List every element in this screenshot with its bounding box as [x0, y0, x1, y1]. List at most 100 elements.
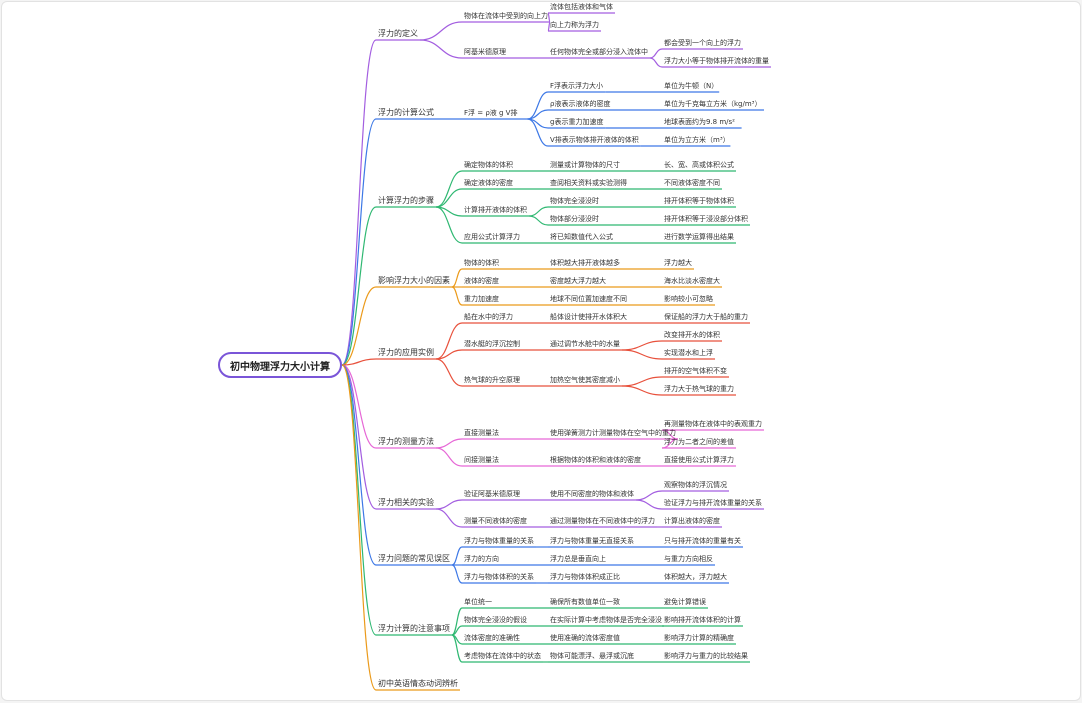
connector-line	[341, 118, 377, 366]
branch-topic[interactable]: 浮力的计算公式	[378, 108, 434, 117]
subtopic-node[interactable]: 流体密度的准确性	[464, 634, 520, 642]
subtopic-node[interactable]: 使用不同密度的物体和液体	[550, 490, 634, 498]
branch-topic[interactable]: 浮力相关的实验	[378, 498, 434, 507]
subtopic-node[interactable]: 物体在流体中受到的向上力	[464, 12, 548, 20]
subtopic-node[interactable]: 浮力与物体体积成正比	[550, 573, 620, 581]
subtopic-node[interactable]: 验证浮力与排开流体重量的关系	[664, 499, 762, 507]
subtopic-node[interactable]: 排开体积等于浸没部分体积	[664, 215, 748, 223]
subtopic-node[interactable]: 影响浮力计算的精确度	[664, 634, 734, 642]
subtopic-node[interactable]: 应用公式计算浮力	[464, 233, 520, 241]
subtopic-node[interactable]: 加热空气使其密度减小	[550, 376, 620, 384]
subtopic-node[interactable]: 任何物体完全或部分浸入流体中	[550, 48, 648, 56]
subtopic-node[interactable]: 单位统一	[464, 598, 492, 606]
root-node[interactable]: 初中物理浮力大小计算	[218, 352, 342, 378]
subtopic-node[interactable]: 实现潜水和上浮	[664, 349, 713, 357]
subtopic-node[interactable]: 将已知数值代入公式	[550, 233, 613, 241]
subtopic-node[interactable]: 浮力总是垂直向上	[550, 555, 606, 563]
subtopic-node[interactable]: 影响浮力与重力的比较结果	[664, 652, 748, 660]
subtopic-node[interactable]: 单位为牛顿（N）	[664, 82, 719, 90]
subtopic-node[interactable]: ρ液表示液体的密度	[550, 100, 611, 108]
connector-line	[621, 385, 663, 396]
subtopic-node[interactable]: 浮力为二者之间的差值	[664, 438, 734, 446]
subtopic-node[interactable]: 浮力大小等于物体排开流体的重量	[664, 57, 769, 65]
subtopic-node[interactable]: 间接测量法	[464, 456, 499, 464]
subtopic-node[interactable]: 船在水中的浮力	[464, 313, 513, 321]
subtopic-node[interactable]: F浮表示浮力大小	[550, 82, 604, 90]
subtopic-node[interactable]: 浮力大于热气球的重力	[664, 385, 734, 393]
subtopic-node[interactable]: 单位为千克每立方米（kg/m³）	[664, 100, 762, 108]
subtopic-node[interactable]: 进行数学运算得出结果	[664, 233, 734, 241]
subtopic-node[interactable]: 都会受到一个向上的浮力	[664, 39, 741, 47]
subtopic-node[interactable]: 确定液体的密度	[464, 179, 513, 187]
subtopic-node[interactable]: 影响较小可忽略	[664, 295, 713, 303]
branch-topic[interactable]: 浮力的定义	[378, 29, 418, 38]
subtopic-node[interactable]: 单位为立方米（m³）	[664, 136, 730, 144]
subtopic-node[interactable]: 阿基米德原理	[464, 48, 506, 56]
subtopic-node[interactable]: 在实际计算中考虑物体是否完全浸没	[550, 616, 662, 624]
subtopic-node[interactable]: 物体完全浸没时	[550, 197, 599, 205]
subtopic-node[interactable]: 液体的密度	[464, 277, 499, 285]
branch-topic[interactable]: 浮力的应用实例	[378, 348, 434, 357]
subtopic-node[interactable]: 使用弹簧测力计测量物体在空气中的重力	[550, 429, 676, 437]
subtopic-node[interactable]: 物体的体积	[464, 259, 499, 267]
subtopic-node[interactable]: 物体完全浸没的假设	[464, 616, 527, 624]
subtopic-node[interactable]: 改变排开水的体积	[664, 331, 720, 339]
subtopic-node[interactable]: g表示重力加速度	[550, 118, 604, 126]
subtopic-node[interactable]: 使用准确的流体密度值	[550, 634, 620, 642]
subtopic-node[interactable]: 验证阿基米德原理	[464, 490, 520, 498]
subtopic-node[interactable]: 计算排开液体的体积	[464, 206, 527, 214]
subtopic-node[interactable]: 排开的空气体积不变	[664, 367, 727, 375]
subtopic-node[interactable]: 浮力越大	[664, 259, 692, 267]
subtopic-node[interactable]: 流体包括液体和气体	[550, 3, 613, 11]
subtopic-node[interactable]: F浮 = ρ液 g V排	[464, 109, 518, 117]
subtopic-node[interactable]: 只与排开流体的重量有关	[664, 537, 741, 545]
subtopic-node[interactable]: 密度越大浮力越大	[550, 277, 606, 285]
subtopic-node[interactable]: 重力加速度	[464, 295, 499, 303]
branch-topic[interactable]: 初中英语情态动词辨析	[378, 679, 458, 688]
subtopic-node[interactable]: 浮力与物体体积的关系	[464, 573, 534, 581]
subtopic-node[interactable]: 长、宽、高或体积公式	[664, 161, 734, 169]
connector-line	[419, 21, 463, 41]
subtopic-node[interactable]: 测量或计算物体的尺寸	[550, 161, 620, 169]
subtopic-node[interactable]: 浮力的方向	[464, 555, 499, 563]
branch-topic[interactable]: 计算浮力的步骤	[378, 196, 434, 205]
subtopic-node[interactable]: 根据物体的体积和液体的密度	[550, 456, 641, 464]
subtopic-node[interactable]: 浮力与物体重量无直接关系	[550, 537, 634, 545]
subtopic-node[interactable]: 排开体积等于物体体积	[664, 197, 734, 205]
branch-topic[interactable]: 浮力问题的常见误区	[378, 554, 450, 563]
subtopic-node[interactable]: 确定物体的体积	[464, 161, 513, 169]
subtopic-node[interactable]: 地球不同位置加速度不同	[550, 295, 627, 303]
subtopic-node[interactable]: 保证船的浮力大于船的重力	[664, 313, 748, 321]
branch-topic[interactable]: 浮力的测量方法	[378, 437, 434, 446]
subtopic-node[interactable]: 不同液体密度不同	[664, 179, 720, 187]
subtopic-node[interactable]: 地球表面约为9.8 m/s²	[664, 118, 735, 126]
subtopic-node[interactable]: 船体设计使排开水体积大	[550, 313, 627, 321]
subtopic-node[interactable]: 计算出液体的密度	[664, 517, 720, 525]
subtopic-node[interactable]: 避免计算错误	[664, 598, 706, 606]
branch-topic[interactable]: 浮力计算的注意事项	[378, 624, 450, 633]
branch-topic[interactable]: 影响浮力大小的因素	[378, 276, 450, 285]
subtopic-node[interactable]: 通过调节水舱中的水量	[550, 340, 620, 348]
subtopic-node[interactable]: 影响排开流体体积的计算	[664, 616, 741, 624]
subtopic-node[interactable]: 通过测量物体在不同液体中的浮力	[550, 517, 655, 525]
subtopic-node[interactable]: 物体可能漂浮、悬浮或沉底	[550, 652, 634, 660]
subtopic-node[interactable]: 考虑物体在流体中的状态	[464, 652, 541, 660]
subtopic-node[interactable]: 直接使用公式计算浮力	[664, 456, 734, 464]
subtopic-node[interactable]: 确保所有数值单位一致	[550, 598, 620, 606]
connector-line	[451, 634, 463, 663]
subtopic-node[interactable]: 直接测量法	[464, 429, 499, 437]
subtopic-node[interactable]: 潜水艇的浮沉控制	[464, 340, 520, 348]
subtopic-node[interactable]: 再测量物体在液体中的表观重力	[664, 420, 762, 428]
subtopic-node[interactable]: 热气球的升空原理	[464, 376, 520, 384]
subtopic-node[interactable]: 浮力与物体重量的关系	[464, 537, 534, 545]
subtopic-node[interactable]: 向上力称为浮力	[550, 21, 599, 29]
subtopic-node[interactable]: V排表示物体排开液体的体积	[550, 136, 639, 144]
subtopic-node[interactable]: 体积越大排开液体越多	[550, 259, 620, 267]
subtopic-node[interactable]: 查阅相关资料或实验测得	[550, 179, 627, 187]
subtopic-node[interactable]: 体积越大，浮力越大	[664, 573, 727, 581]
subtopic-node[interactable]: 观察物体的浮沉情况	[664, 481, 727, 489]
subtopic-node[interactable]: 测量不同液体的密度	[464, 517, 527, 525]
subtopic-node[interactable]: 物体部分浸没时	[550, 215, 599, 223]
subtopic-node[interactable]: 海水比淡水密度大	[664, 277, 720, 285]
subtopic-node[interactable]: 与重力方向相反	[664, 555, 713, 563]
